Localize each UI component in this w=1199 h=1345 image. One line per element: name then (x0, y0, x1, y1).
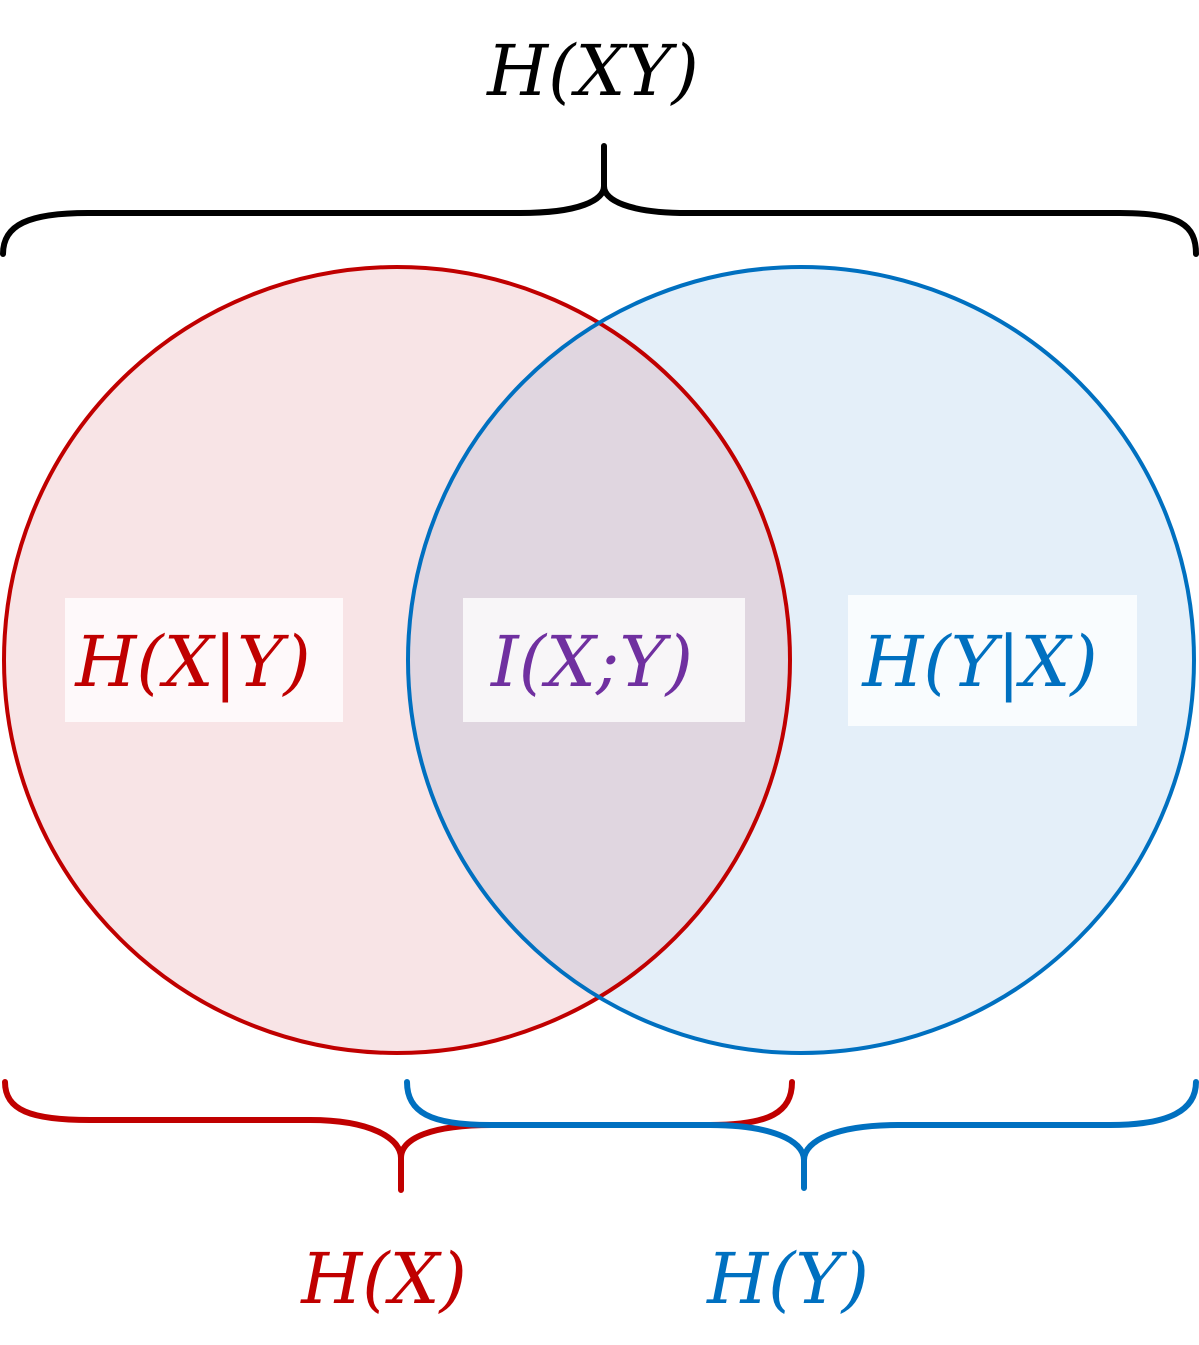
entropy-y-label: H(Y) (705, 1238, 869, 1320)
conditional-x-given-y-label: H(X|Y) (73, 621, 310, 703)
entropy-y-brace (404, 1079, 1199, 1191)
mutual-information-label: I(X;Y) (489, 621, 693, 703)
y-entropy-circle-outline (406, 265, 1196, 1055)
mutual-information-overlap (408, 267, 790, 1053)
joint-entropy-label: H(XY) (485, 30, 699, 112)
conditional-y-given-x-label: H(Y|X) (860, 621, 1097, 703)
joint-entropy-brace (0, 143, 1199, 257)
entropy-x-label: H(X) (299, 1238, 467, 1320)
entropy-x-brace (2, 1079, 795, 1193)
conditional-x-label-bg (65, 598, 343, 722)
conditional-y-label-bg (848, 595, 1137, 726)
mutual-information-label-bg (463, 598, 745, 722)
x-entropy-circle-outline (2, 265, 792, 1055)
